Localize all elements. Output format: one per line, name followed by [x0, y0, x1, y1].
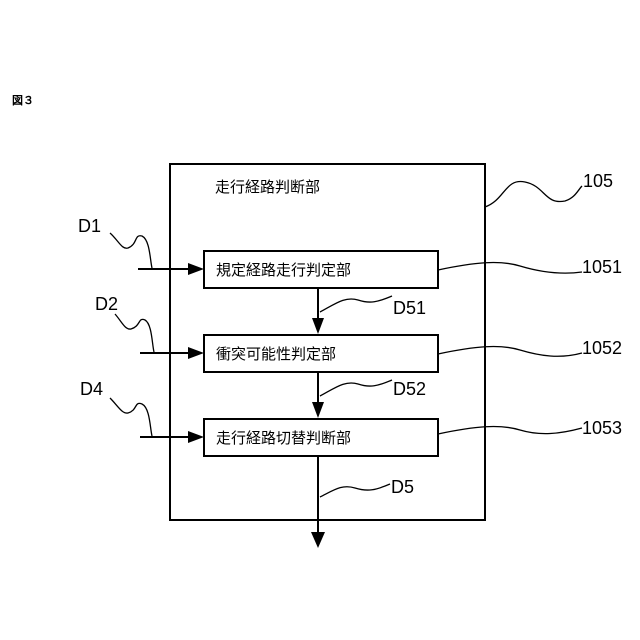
input-d2-leader	[115, 314, 154, 352]
input-d2-label: D2	[95, 294, 118, 314]
input-d4-leader	[110, 398, 152, 436]
input-d1-label: D1	[78, 216, 101, 236]
outer-block-leader	[485, 182, 582, 207]
outer-block-ref: 105	[583, 171, 613, 191]
block-1052-ref: 1052	[582, 338, 622, 358]
input-d1-leader	[110, 233, 152, 268]
block-1053-ref: 1053	[582, 418, 622, 438]
figure-label: 図３	[12, 93, 34, 107]
block-1053-label: 走行経路切替判断部	[216, 429, 351, 447]
output-d5-arrowhead	[311, 532, 325, 548]
block-1051-label: 規定経路走行判定部	[216, 261, 351, 279]
outer-block-title: 走行経路判断部	[215, 178, 320, 196]
output-d51-label: D51	[393, 298, 426, 318]
output-d5-label: D5	[391, 477, 414, 497]
block-1051-ref: 1051	[582, 257, 622, 277]
block-1052-label: 衝突可能性判定部	[216, 345, 336, 363]
output-d52-label: D52	[393, 379, 426, 399]
input-d4-label: D4	[80, 379, 103, 399]
